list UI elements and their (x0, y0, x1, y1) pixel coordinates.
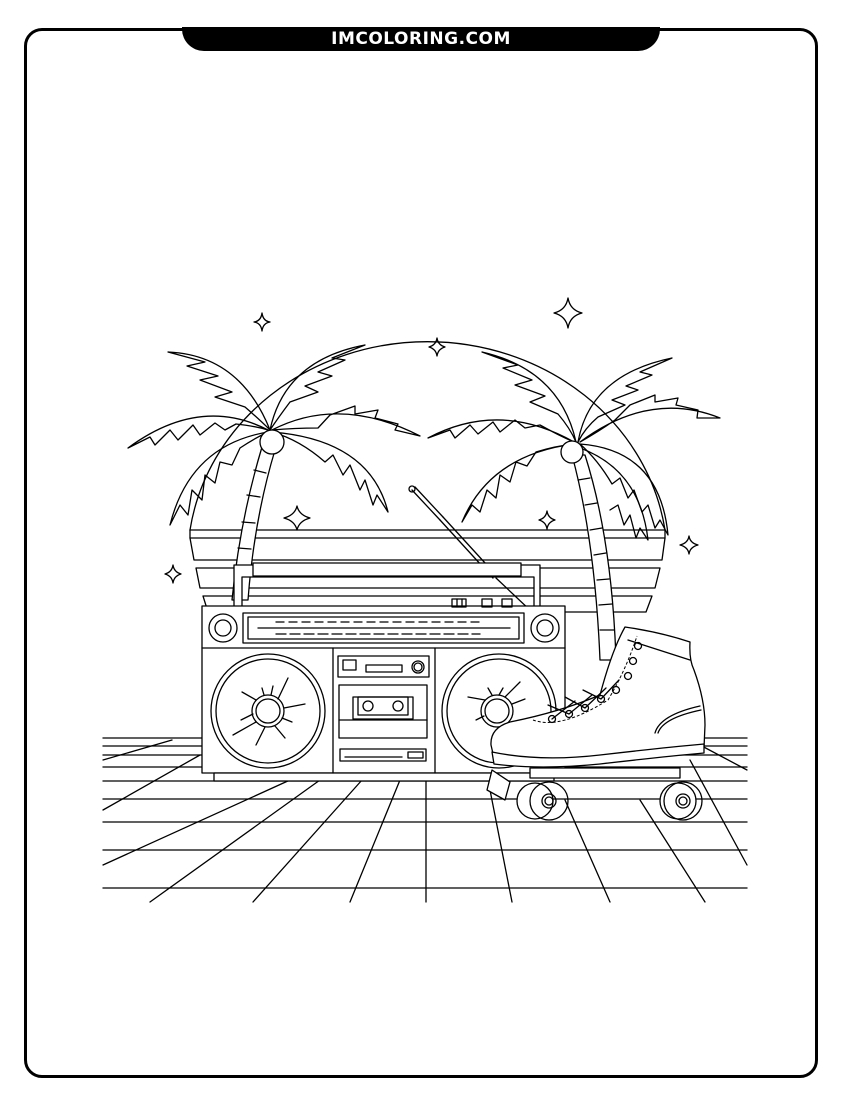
roller-skate (486, 626, 706, 821)
site-header-tab: IMCOLORING.COM (182, 27, 660, 51)
page-frame (24, 28, 818, 1078)
sparkle-stars (164, 297, 699, 584)
site-name: IMCOLORING.COM (331, 29, 511, 49)
palm-tree-right (427, 351, 721, 661)
boombox (201, 485, 566, 782)
palm-tree-left (127, 344, 421, 601)
